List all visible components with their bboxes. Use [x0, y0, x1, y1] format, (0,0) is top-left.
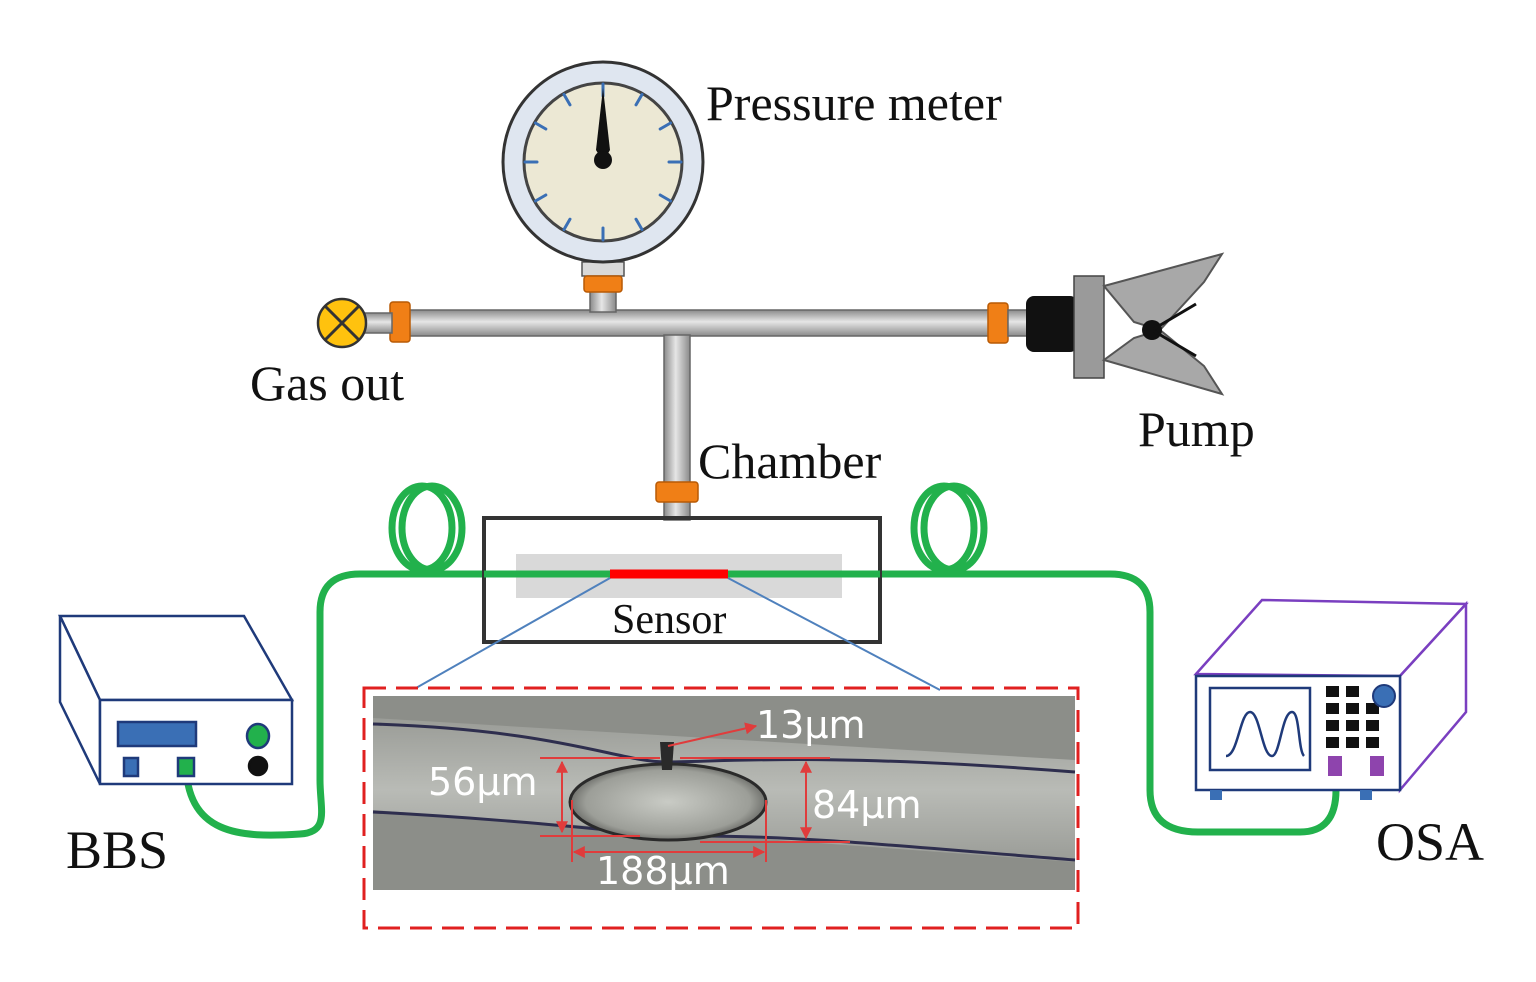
fitting-meter: [583, 275, 623, 293]
fitting-chamber: [655, 481, 699, 503]
gauge-tick: [634, 92, 644, 107]
gas-out-valve-icon: [316, 297, 393, 349]
inset-border: [362, 686, 1080, 930]
sensor-micrograph-inset: 13µm 56µm 84µm 188µm: [362, 686, 1080, 930]
dimension-height-right-label: 84µm: [812, 783, 922, 827]
osa-key: [1346, 737, 1359, 748]
osa-key: [1346, 703, 1359, 714]
osa-key: [1366, 703, 1379, 714]
osa-key: [1346, 720, 1359, 731]
gauge-tick: [533, 193, 548, 203]
osa-keypad: [1326, 686, 1379, 748]
osa-key: [1366, 720, 1379, 731]
zoom-line-right: [727, 577, 941, 691]
fitting-gas-out: [389, 301, 411, 343]
fitting-pump: [987, 302, 1009, 344]
dimension-height-left-label: 56µm: [428, 760, 538, 804]
osa-label: OSA: [1376, 812, 1484, 872]
osa-key: [1326, 686, 1339, 697]
gauge-tick: [634, 217, 644, 232]
osa-key: [1346, 686, 1359, 697]
optical-fiber: [182, 482, 1340, 839]
gas-out-label: Gas out: [250, 355, 404, 411]
osa-analyzer-icon: [1193, 598, 1469, 800]
gauge-tick: [658, 121, 673, 131]
osa-key: [1326, 703, 1339, 714]
dimension-tip-label: 13µm: [756, 703, 866, 747]
sensor-label: Sensor: [612, 597, 726, 643]
pressure-meter-label: Pressure meter: [706, 75, 1002, 131]
pump-icon: [1007, 252, 1225, 396]
gauge-tick: [562, 217, 572, 232]
dimension-lines: [540, 722, 850, 862]
air-cavity: [568, 762, 768, 842]
gauge-tick: [533, 121, 548, 131]
osa-key: [1326, 720, 1339, 731]
chamber-label: Chamber: [698, 433, 882, 489]
osa-key: [1366, 737, 1379, 748]
bbs-label: BBS: [66, 820, 168, 880]
dimension-length-label: 188µm: [596, 849, 730, 893]
osa-key: [1326, 737, 1339, 748]
gas-chamber: [482, 516, 882, 644]
gauge-tick: [658, 193, 673, 203]
zoom-line-left: [415, 577, 611, 689]
horizontal-pipe: [394, 309, 1006, 337]
bbs-light-source-icon: [58, 614, 295, 786]
pipe-fittings: [389, 275, 1009, 503]
pressure-meter-gauge-icon: [501, 60, 705, 277]
gauge-tick: [562, 92, 572, 107]
pump-label: Pump: [1138, 401, 1255, 457]
